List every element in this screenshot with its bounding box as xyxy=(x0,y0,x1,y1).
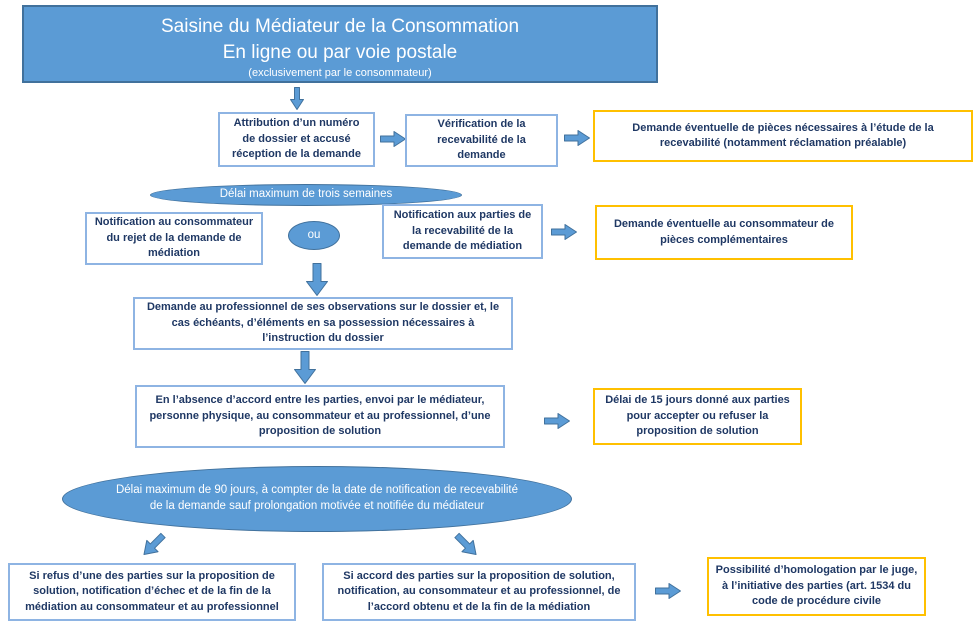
delay-ellipse-3-weeks: Délai maximum de trois semaines xyxy=(150,184,462,206)
flow-box-rejet-label: Notification au consommateur du rejet de… xyxy=(94,216,254,260)
arrow-down-icon xyxy=(294,351,316,384)
flow-box-attribution-label: Attribution d’un numéro de dossier et ac… xyxy=(232,117,361,161)
header-banner: Saisine du Médiateur de la Consommation … xyxy=(22,5,658,83)
flow-box-attribution: Attribution d’un numéro de dossier et ac… xyxy=(218,112,375,167)
flow-box-demande-professionnel: Demande au professionnel de ses observat… xyxy=(133,297,513,350)
header-title-line2: En ligne ou par voie postale xyxy=(222,42,458,63)
flow-box-pieces-recevabilite-label: Demande éventuelle de pièces nécessaires… xyxy=(632,121,934,149)
flow-box-pieces-complementaires: Demande éventuelle au consommateur de pi… xyxy=(595,205,853,260)
flow-box-verification: Vérification de la recevabilité de la de… xyxy=(405,114,558,167)
arrow-diagonal-left-icon xyxy=(143,532,166,556)
header-title-line1: Saisine du Médiateur de la Consommation xyxy=(160,16,520,37)
flow-box-homologation: Possibilité d’homologation par le juge, … xyxy=(707,557,926,616)
flow-box-pieces-complementaires-label: Demande éventuelle au consommateur de pi… xyxy=(613,218,835,246)
flow-box-recevabilite-notification-label: Notification aux parties de la recevabil… xyxy=(393,209,532,253)
flow-box-absence-accord-label: En l’absence d’accord entre les parties,… xyxy=(149,394,491,438)
flow-box-recevabilite-notification: Notification aux parties de la recevabil… xyxy=(382,204,543,259)
flow-box-accord: Si accord des parties sur la proposition… xyxy=(322,563,636,621)
delay-ellipse-90-days-label: Délai maximum de 90 jours, à compter de … xyxy=(115,484,519,512)
arrow-right-icon xyxy=(564,130,590,146)
flow-box-refus-label: Si refus d’une des parties sur la propos… xyxy=(25,569,279,613)
arrow-down-icon xyxy=(306,263,328,296)
delay-ellipse-90-days: Délai maximum de 90 jours, à compter de … xyxy=(62,466,572,532)
flow-box-rejet: Notification au consommateur du rejet de… xyxy=(85,212,263,265)
flow-box-verification-label: Vérification de la recevabilité de la de… xyxy=(437,118,526,162)
flow-box-delai-15-jours: Délai de 15 jours donné aux parties pour… xyxy=(593,388,802,445)
delay-ellipse-3-weeks-label: Délai maximum de trois semaines xyxy=(219,188,393,201)
flow-box-absence-accord: En l’absence d’accord entre les parties,… xyxy=(135,385,505,448)
or-connector-ellipse: ou xyxy=(288,221,340,250)
arrow-right-icon xyxy=(380,131,406,147)
header-subtitle: (exclusivement par le consommateur) xyxy=(248,67,432,79)
flow-box-homologation-label: Possibilité d’homologation par le juge, … xyxy=(715,564,918,608)
flow-box-refus: Si refus d’une des parties sur la propos… xyxy=(8,563,296,621)
flow-box-accord-label: Si accord des parties sur la proposition… xyxy=(337,569,621,613)
arrow-right-icon xyxy=(655,583,681,599)
or-connector-label: ou xyxy=(307,228,321,241)
arrow-diagonal-right-icon xyxy=(454,532,477,556)
flow-box-delai-15-jours-label: Délai de 15 jours donné aux parties pour… xyxy=(605,394,790,438)
flow-box-demande-professionnel-label: Demande au professionnel de ses observat… xyxy=(146,301,500,345)
arrow-down-icon xyxy=(290,87,304,110)
flow-box-pieces-recevabilite: Demande éventuelle de pièces nécessaires… xyxy=(593,110,973,162)
arrow-right-icon xyxy=(544,413,570,429)
arrow-right-icon xyxy=(551,224,577,240)
